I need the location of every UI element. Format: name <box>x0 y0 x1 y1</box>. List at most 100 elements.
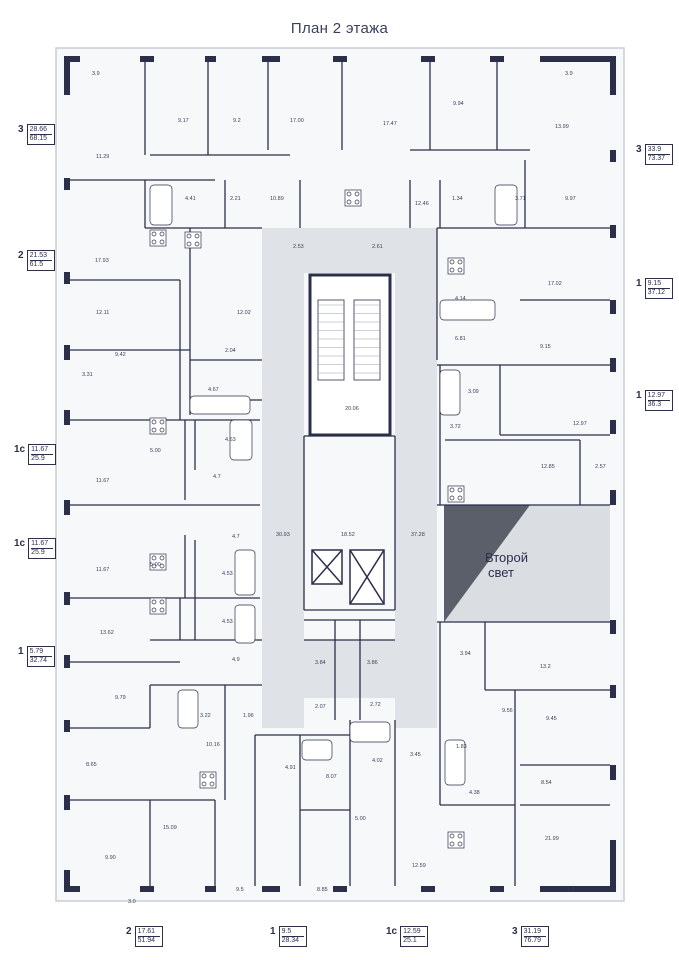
room-area-label: 15.09 <box>163 825 177 831</box>
room-area-label: 5.00 <box>150 562 161 568</box>
bathtub <box>189 395 251 415</box>
stair-treads <box>318 304 380 374</box>
room-area-label: 30.93 <box>276 532 290 538</box>
room-area-label: 4.41 <box>185 196 196 202</box>
outer-wall-segment <box>64 870 70 892</box>
apartment-total-area: 28.34 <box>281 937 300 944</box>
stove-burner <box>159 563 165 569</box>
room-area-label: 17.02 <box>548 281 562 287</box>
room-area-label: 9.2 <box>233 118 241 124</box>
apartment-living-area: 11.67 <box>31 446 54 455</box>
stove-burner <box>159 599 165 605</box>
room-area-label: 3.31 <box>82 372 93 378</box>
outer-wall-segment <box>610 420 616 434</box>
apartment-rooms: 1с <box>14 538 26 549</box>
room-area-label: 3.94 <box>460 651 471 657</box>
bathtub <box>234 549 256 596</box>
outer-wall-segment <box>64 886 80 892</box>
room-area-label: 11.67 <box>96 478 109 484</box>
stove-burner <box>449 495 455 501</box>
room-area-label: 3.72 <box>450 424 461 430</box>
room-area-label: 20.06 <box>345 406 359 412</box>
room-area-label: 2.61 <box>372 244 383 250</box>
outer-wall-segment <box>610 685 616 698</box>
room-area-label: 3.9 <box>567 887 575 893</box>
room-area-label: 13.99 <box>555 124 569 130</box>
room-area-label: 8.65 <box>86 762 97 768</box>
apartment-living-area: 11.67 <box>31 540 54 549</box>
room-area-label: 3.22 <box>200 713 211 719</box>
stove-burner <box>151 555 157 561</box>
room-area-label: 4.02 <box>372 758 383 764</box>
apartment-living-area: 33.9 <box>647 146 670 155</box>
bathtub <box>229 419 253 461</box>
bathtub <box>439 299 496 321</box>
room-area-label: 12.11 <box>96 310 109 316</box>
stove-burner <box>186 233 192 239</box>
stove-burner <box>449 487 455 493</box>
outer-wall-segment <box>421 56 435 62</box>
room-area-label: 13.2 <box>540 664 551 670</box>
room-area-label: 4.9 <box>232 657 240 663</box>
room-area-label: 4.7 <box>232 534 240 540</box>
room-area-label: 37.28 <box>411 532 425 538</box>
bathtub <box>349 721 391 743</box>
outer-wall-segment <box>64 410 70 425</box>
apartment-total-area: 51.94 <box>137 937 156 944</box>
outer-wall-segment <box>610 765 616 780</box>
apartment-total-area: 32.74 <box>29 657 48 664</box>
room-area-label: 4.67 <box>208 387 219 393</box>
apartment-rooms: 2 <box>18 250 24 261</box>
room-area-label: 3.86 <box>367 660 378 666</box>
room-area-label: 8.85 <box>317 887 328 893</box>
apartment-living-area: 21.53 <box>29 252 52 261</box>
apartment-total-area: 68.15 <box>29 135 48 142</box>
apartment-rooms: 3 <box>636 144 642 155</box>
apartment-rooms: 1с <box>14 444 26 455</box>
room-area-label: 9.97 <box>565 196 576 202</box>
apartment-total-area: 76.79 <box>523 937 542 944</box>
outer-wall-segment <box>610 490 616 505</box>
room-area-label: 3.0 <box>128 899 136 905</box>
outer-wall-segment <box>64 345 70 360</box>
stove-burner <box>209 781 215 787</box>
room-area-label: 10.16 <box>206 742 220 748</box>
apartment-living-area: 28.66 <box>29 126 52 135</box>
room-area-label: 9.90 <box>105 855 116 861</box>
room-area-label: 17.00 <box>290 118 304 124</box>
apartment-rooms: 1 <box>636 278 642 289</box>
apartment-living-area: 5.79 <box>29 648 52 657</box>
outer-wall-segment <box>64 720 70 732</box>
outer-wall-segment <box>205 56 216 62</box>
outer-wall-segment <box>64 655 70 668</box>
outer-wall-segment <box>540 886 616 892</box>
room-area-label: 4.91 <box>285 765 296 771</box>
room-area-label: 18.52 <box>341 532 355 538</box>
stove-burner <box>151 239 157 245</box>
room-area-label: 13.62 <box>100 630 114 636</box>
outer-wall-segment <box>610 225 616 238</box>
stove-burner <box>159 419 165 425</box>
stove-burner <box>159 607 165 613</box>
stove-burner <box>159 239 165 245</box>
fixtures <box>149 184 518 849</box>
room-area-label: 8.07 <box>326 774 337 780</box>
apartment-living-area: 9.15 <box>647 280 670 289</box>
apartment-living-area: 31.19 <box>523 928 546 937</box>
stove-burner <box>151 563 157 569</box>
apartment-rooms: 1с <box>386 926 398 937</box>
room-area-label: 4.7 <box>213 474 221 480</box>
room-area-label: 3.9 <box>565 71 573 77</box>
second-light-line1: Второй <box>485 550 528 565</box>
stove-burner <box>151 419 157 425</box>
stove-burner <box>194 233 200 239</box>
bathtub <box>444 739 466 786</box>
apartment-total-area: 25.1 <box>403 937 417 944</box>
